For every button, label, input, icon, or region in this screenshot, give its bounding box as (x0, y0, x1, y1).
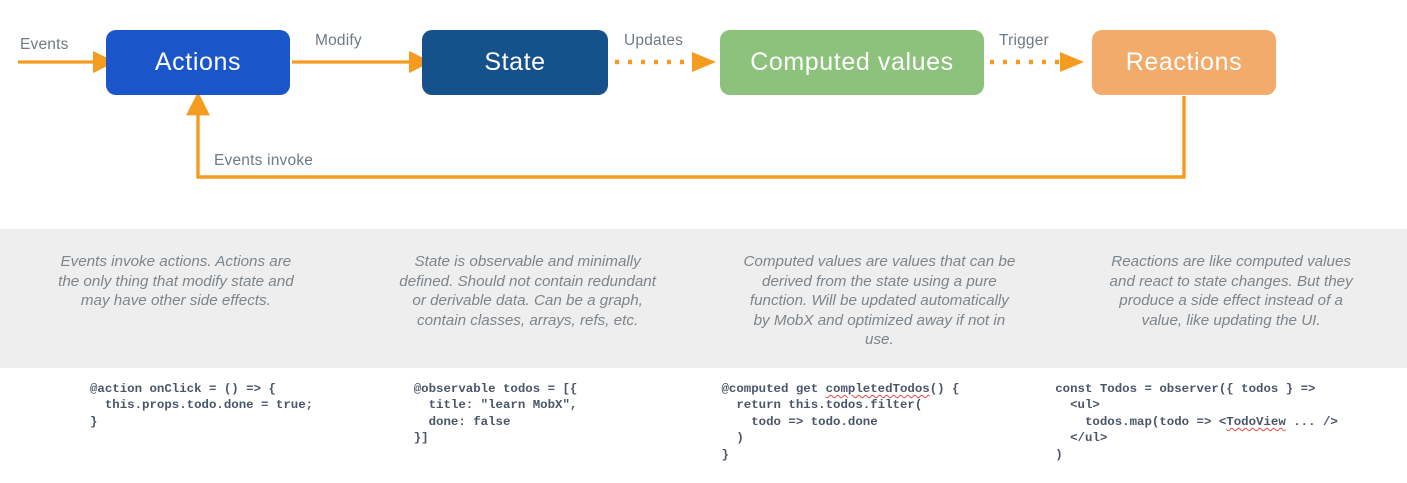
description-text-state: State is observable and minimally define… (399, 253, 656, 329)
description-cell-actions: Events invoke actions. Actions are the o… (0, 229, 352, 368)
code-computed-misspelled-word: completedTodos (825, 382, 930, 396)
code-observer-post: ... /> </ul> ) (1055, 414, 1338, 462)
node-computed-values[interactable]: Computed values (720, 30, 984, 95)
arrowhead-updates (692, 52, 716, 72)
edge-label-trigger: Trigger (999, 32, 1049, 49)
description-cell-reactions: Reactions are like computed values and r… (1055, 229, 1407, 368)
code-band: @action onClick = () => { this.props.tod… (0, 381, 1407, 483)
code-computed-post: () { return this.todos.filter( todo => t… (721, 382, 960, 462)
code-sample-computed: @computed get completedTodos() { return … (722, 381, 960, 463)
edge-label-events-invoke: Events invoke (214, 152, 314, 169)
code-computed-pre: @computed get (721, 382, 826, 396)
code-observer-misspelled-word: TodoView (1226, 414, 1286, 429)
description-cell-state: State is observable and minimally define… (352, 229, 704, 368)
node-reactions[interactable]: Reactions (1092, 30, 1276, 95)
arrow-events-invoke (186, 91, 1186, 179)
code-cell-action: @action onClick = () => { this.props.tod… (0, 381, 352, 483)
node-actions[interactable]: Actions (106, 30, 290, 95)
code-sample-action: @action onClick = () => { this.props.tod… (90, 382, 314, 429)
node-computed-values-label: Computed values (750, 48, 954, 76)
code-cell-computed: @computed get completedTodos() { return … (704, 381, 1056, 483)
edge-label-modify: Modify (315, 32, 362, 49)
code-cell-observer: const Todos = observer({ todos } => <ul>… (1055, 381, 1407, 483)
node-actions-label: Actions (154, 48, 242, 76)
description-text-actions: Events invoke actions. Actions are the o… (58, 253, 294, 310)
description-text-reactions: Reactions are like computed values and r… (1109, 253, 1353, 329)
node-state-label: State (484, 48, 546, 76)
code-observer-pre: const Todos = observer({ todos } => <ul>… (1055, 382, 1316, 429)
arrowhead-trigger (1060, 52, 1084, 72)
edge-label-events: Events (20, 36, 69, 53)
node-state[interactable]: State (422, 30, 608, 95)
node-reactions-label: Reactions (1125, 48, 1243, 76)
code-sample-observer: const Todos = observer({ todos } => <ul>… (1055, 381, 1338, 463)
code-sample-observable: @observable todos = [{ title: "learn Mob… (413, 382, 578, 446)
code-cell-observable: @observable todos = [{ title: "learn Mob… (352, 381, 704, 483)
edge-label-updates: Updates (624, 32, 684, 49)
description-text-computed: Computed values are values that can be d… (743, 253, 1016, 349)
description-band: Events invoke actions. Actions are the o… (0, 229, 1407, 368)
description-cell-computed: Computed values are values that can be d… (704, 229, 1056, 368)
